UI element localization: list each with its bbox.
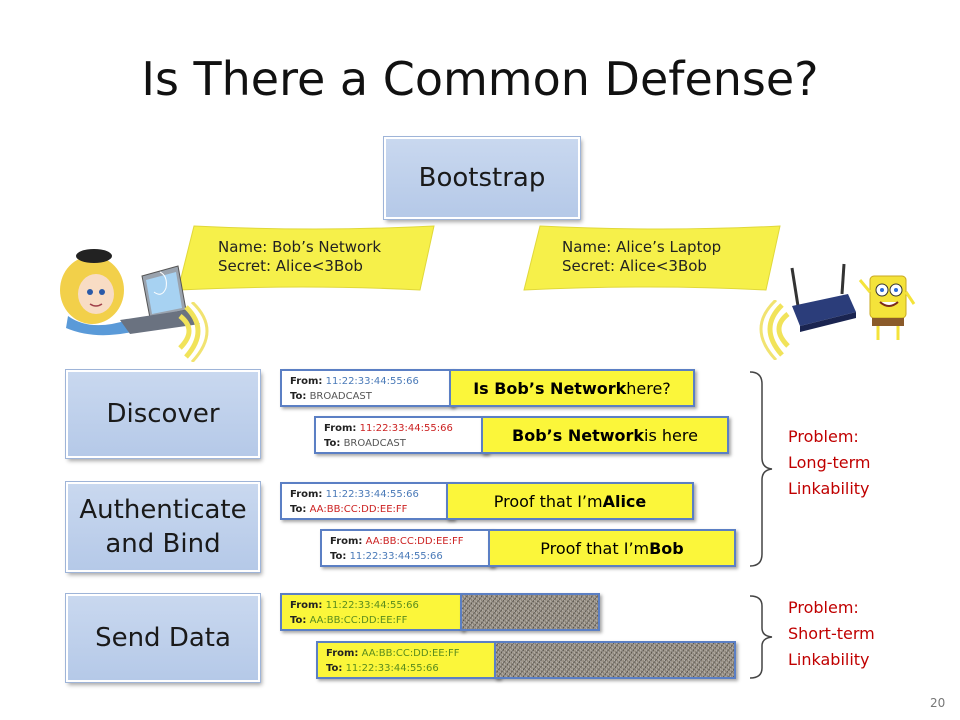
packet-header-discover-response: From: 11:22:33:44:55:66 To: BROADCAST — [314, 416, 488, 454]
from-label: From: — [290, 489, 323, 500]
bootstrap-box: Bootstrap — [383, 136, 581, 220]
router-wireless-waves-icon — [759, 300, 790, 360]
discover-phase-box: Discover — [65, 369, 261, 459]
problem-title: Problem: — [788, 427, 859, 446]
authenticate-label-line1: Authenticate — [79, 495, 247, 525]
send-data-phase-box: Send Data — [65, 593, 261, 683]
banner-right: Name: Alice’s Laptop Secret: Alice<3Bob — [562, 238, 721, 276]
packet-header-data-bob: From: AA:BB:CC:DD:EE:FF To: 11:22:33:44:… — [316, 641, 500, 679]
slide-title: Is There a Common Defense? — [141, 52, 819, 106]
problem-title: Problem: — [788, 598, 859, 617]
banner-right-secret-key: Secret: — [562, 257, 615, 275]
page-number: 20 — [930, 696, 946, 710]
problem-long-term: Problem: Long-term Linkability — [788, 424, 871, 502]
banner-left-secret-key: Secret: — [218, 257, 271, 275]
packet-header-auth-bob: From: AA:BB:CC:DD:EE:FF To: 11:22:33:44:… — [320, 529, 494, 567]
problem-line2: Linkability — [788, 479, 870, 498]
message-bold: Is Bob’s Network — [473, 378, 627, 398]
to-label: To: — [290, 504, 307, 515]
to-label: To: — [290, 391, 307, 402]
message-rest: is here — [644, 425, 698, 445]
message-rest: here? — [626, 378, 671, 398]
to-label: To: — [324, 438, 341, 449]
packet-header-auth-alice: From: 11:22:33:44:55:66 To: AA:BB:CC:DD:… — [280, 482, 454, 520]
to-mac: BROADCAST — [309, 391, 372, 402]
bracket-long-term — [749, 371, 773, 567]
to-mac: BROADCAST — [343, 438, 406, 449]
to-mac: AA:BB:CC:DD:EE:FF — [309, 504, 408, 515]
from-mac: 11:22:33:44:55:66 — [359, 423, 453, 434]
bracket-short-term — [749, 595, 773, 679]
banner-right-name-key: Name: — [562, 238, 612, 256]
from-label: From: — [290, 376, 323, 387]
authenticate-label-line2: and Bind — [105, 529, 221, 559]
to-mac: 11:22:33:44:55:66 — [349, 551, 443, 562]
to-mac: AA:BB:CC:DD:EE:FF — [309, 615, 408, 626]
problem-line2: Linkability — [788, 650, 870, 669]
banner-right-secret-value: Alice<3Bob — [615, 257, 707, 275]
from-mac: 11:22:33:44:55:66 — [325, 376, 419, 387]
problem-line1: Short-term — [788, 624, 875, 643]
message-is-bobs-network-here: Is Bob’s Network here? — [449, 369, 695, 407]
alice-laptop-illustration — [60, 249, 200, 336]
to-label: To: — [290, 615, 307, 626]
message-proof-alice: Proof that I’m Alice — [446, 482, 694, 520]
message-bold: Alice — [602, 491, 647, 511]
banner-left-secret-value: Alice<3Bob — [271, 257, 363, 275]
from-label: From: — [326, 648, 359, 659]
message-bobs-network-is-here: Bob’s Network is here — [481, 416, 729, 454]
message-proof-bob: Proof that I’m Bob — [488, 529, 736, 567]
from-label: From: — [330, 536, 363, 547]
router-sponge-illustration — [790, 263, 916, 340]
packet-header-discover-request: From: 11:22:33:44:55:66 To: BROADCAST — [280, 369, 454, 407]
send-data-label: Send Data — [95, 623, 231, 653]
discover-label: Discover — [106, 399, 220, 429]
from-mac: AA:BB:CC:DD:EE:FF — [361, 648, 460, 659]
alice-wireless-waves-icon — [178, 302, 209, 362]
message-bold: Bob — [649, 538, 684, 558]
to-mac: 11:22:33:44:55:66 — [345, 663, 439, 674]
banner-left: Name: Bob’s Network Secret: Alice<3Bob — [218, 238, 381, 276]
from-label: From: — [324, 423, 357, 434]
to-label: To: — [326, 663, 343, 674]
message-rest: Proof that I’m — [493, 491, 603, 511]
message-bold: Bob’s Network — [512, 425, 645, 445]
problem-line1: Long-term — [788, 453, 871, 472]
to-label: To: — [330, 551, 347, 562]
from-label: From: — [290, 600, 323, 611]
encrypted-payload-bob — [494, 641, 736, 679]
banner-left-shape — [177, 225, 435, 291]
from-mac: 11:22:33:44:55:66 — [325, 600, 419, 611]
packet-header-data-alice: From: 11:22:33:44:55:66 To: AA:BB:CC:DD:… — [280, 593, 464, 631]
message-rest: Proof that I’m — [540, 538, 650, 558]
banner-left-name-key: Name: — [218, 238, 268, 256]
banner-right-shape — [523, 225, 781, 291]
from-mac: 11:22:33:44:55:66 — [325, 489, 419, 500]
banner-left-name-value: Bob’s Network — [267, 238, 382, 256]
bootstrap-label: Bootstrap — [418, 163, 546, 193]
authenticate-phase-box: Authenticate and Bind — [65, 481, 261, 573]
banner-right-name-value: Alice’s Laptop — [611, 238, 722, 256]
encrypted-payload-alice — [460, 593, 600, 631]
problem-short-term: Problem: Short-term Linkability — [788, 595, 875, 673]
from-mac: AA:BB:CC:DD:EE:FF — [365, 536, 464, 547]
